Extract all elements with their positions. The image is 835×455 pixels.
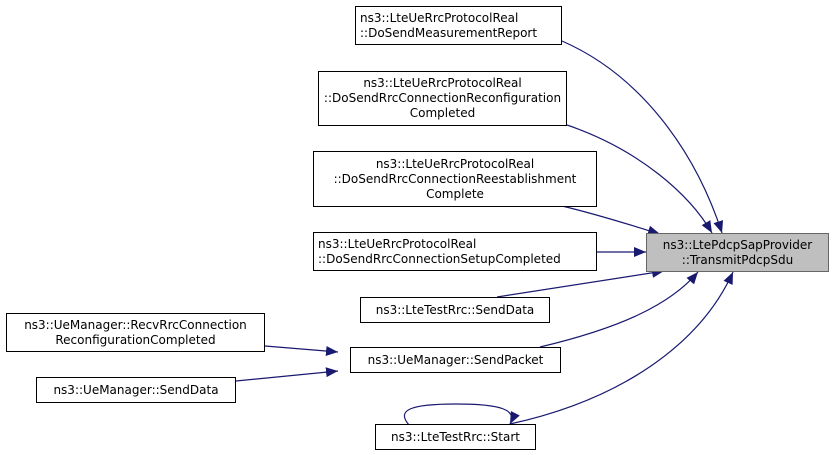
node-line: ns3::UeManager::SendPacket [367,352,544,367]
node-line: ns3::LteUeRrcProtocolReal [375,156,535,171]
node-line: ns3::UeManager::SendData [53,382,219,397]
node-lte-test-rrc-send-data[interactable]: ns3::LteTestRrc::SendData [360,297,550,323]
node-line: Completed [409,106,476,120]
node-do-send-rrc-connection-reconfiguration-completed[interactable]: ns3::LteUeRrcProtocolReal ::DoSendRrcCon… [318,71,567,126]
node-ue-manager-recv-rrc-connection-reconfiguration-completed[interactable]: ns3::UeManager::RecvRrcConnection Reconf… [6,313,265,352]
edge-measrep-to-target [561,40,724,234]
node-transmit-pdcp-sdu[interactable]: ns3::LtePdcpSapProvider ::TransmitPdcpSd… [646,233,829,272]
node-line: ::TransmitPdcpSdu [681,252,794,267]
edge-recv-to-sendpkt [264,345,339,357]
node-line: ns3::LteTestRrc::Start [391,429,520,444]
node-line: ::DoSendRrcConnectionSetupCompleted [318,251,561,266]
node-line: ReconfigurationCompleted [55,332,216,347]
node-line: ::DoSendMeasurementReport [360,25,538,40]
node-ue-manager-send-data[interactable]: ns3::UeManager::SendData [36,377,236,403]
edge-senddata-to-target [496,267,665,298]
node-line: ns3::LteUeRrcProtocolReal [318,236,477,251]
node-line: ns3::LteUeRrcProtocolReal [363,76,522,90]
node-do-send-measurement-report[interactable]: ns3::LteUeRrcProtocolReal ::DoSendMeasur… [355,6,562,45]
node-line: Complete [426,186,484,201]
node-line: ns3::LteUeRrcProtocolReal [360,10,519,25]
edge-start-to-target [509,271,734,425]
edge-reest-to-target [561,205,661,236]
node-lte-test-rrc-start[interactable]: ns3::LteTestRrc::Start [375,424,536,450]
node-do-send-rrc-connection-setup-completed[interactable]: ns3::LteUeRrcProtocolReal ::DoSendRrcCon… [313,232,597,271]
node-line: ::DoSendRrcConnectionReconfiguration [323,91,562,105]
node-do-send-rrc-connection-reestablishment-complete[interactable]: ns3::LteUeRrcProtocolReal ::DoSendRrcCon… [313,151,597,207]
node-line: ns3::LteTestRrc::SendData [375,302,535,317]
edge-uesend-to-sendpkt [235,367,339,382]
node-line: ns3::UeManager::RecvRrcConnection [24,317,247,332]
edge-sendpkt-to-target [539,271,699,348]
node-line: ::DoSendRrcConnectionReestablishment [333,171,577,186]
node-line: ns3::LtePdcpSapProvider [662,237,813,252]
edge-start-self-loop [404,403,520,427]
edge-reconf-to-target [566,124,713,234]
node-ue-manager-send-packet[interactable]: ns3::UeManager::SendPacket [350,347,561,373]
